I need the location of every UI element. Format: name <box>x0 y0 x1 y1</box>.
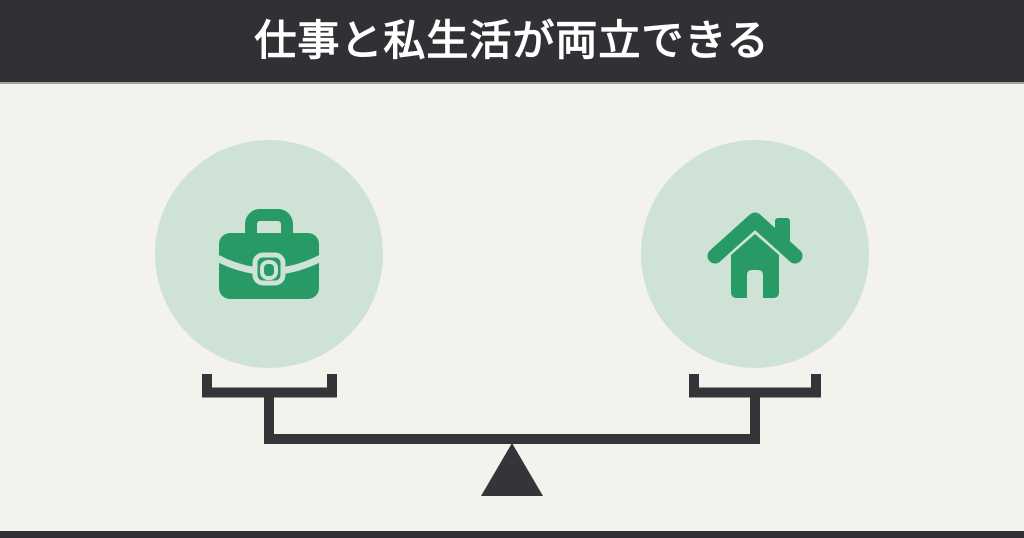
header-bar: 仕事と私生活が両立できる <box>0 0 1024 84</box>
briefcase-icon <box>219 209 319 299</box>
footer-bar <box>0 531 1024 538</box>
page-title: 仕事と私生活が両立できる <box>254 17 770 64</box>
house-icon <box>707 212 803 298</box>
left-hanger-bracket <box>202 374 337 398</box>
work-circle <box>155 140 383 368</box>
home-circle <box>641 140 869 368</box>
fulcrum-triangle <box>481 443 543 496</box>
right-hanger-bracket <box>689 374 821 398</box>
